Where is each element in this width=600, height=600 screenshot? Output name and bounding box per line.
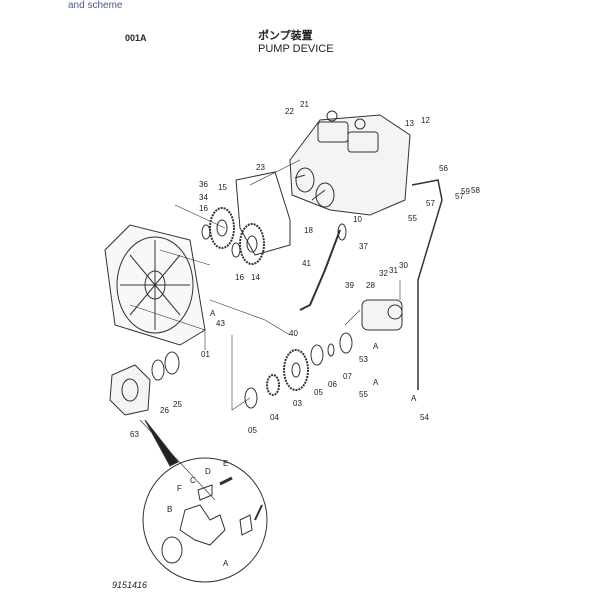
part-label: A <box>223 559 229 568</box>
part-label: 06 <box>328 380 337 389</box>
part-label: A <box>373 342 379 351</box>
part-label: 13 <box>405 119 414 128</box>
part-label: 10 <box>353 215 362 224</box>
part-label: 43 <box>216 319 225 328</box>
part-label: 22 <box>285 107 294 116</box>
gear-pump <box>361 299 403 331</box>
dipstick-handle <box>337 223 347 241</box>
part-label: C <box>190 476 196 485</box>
part-label: D <box>205 467 211 476</box>
part-label: E <box>223 459 228 468</box>
part-label: 23 <box>256 163 265 172</box>
top-clipped-text: and scheme <box>68 0 123 11</box>
seal-26 <box>151 359 165 381</box>
gear-03 <box>283 349 309 391</box>
part-label: 21 <box>300 100 309 109</box>
dipstick <box>299 229 341 311</box>
part-label: 59 <box>461 187 470 196</box>
part-label: 16 <box>199 204 208 213</box>
ring-07 <box>339 332 353 354</box>
flywheel-housing <box>104 224 206 346</box>
ring-16b <box>231 242 241 258</box>
part-label: F <box>177 484 182 493</box>
part-label: 63 <box>130 430 139 439</box>
page-code: 001A <box>125 33 147 43</box>
part-label: 55 <box>359 390 368 399</box>
part-label: 05 <box>248 426 257 435</box>
part-label: 12 <box>421 116 430 125</box>
seal-25 <box>164 351 180 375</box>
part-label: 34 <box>199 193 208 202</box>
part-label: 03 <box>293 399 302 408</box>
part-label: 41 <box>302 259 311 268</box>
part-label: 57 <box>426 199 435 208</box>
detail-pointer <box>144 419 179 467</box>
pipe <box>411 179 443 390</box>
part-label: 55 <box>408 214 417 223</box>
part-label: 25 <box>173 400 182 409</box>
part-label: 54 <box>420 413 429 422</box>
part-label: 56 <box>439 164 448 173</box>
gear-15 <box>209 207 235 249</box>
part-label: 15 <box>218 183 227 192</box>
ring-06 <box>327 343 335 357</box>
gasket <box>235 171 291 256</box>
part-label: B <box>167 505 172 514</box>
coupling-detail <box>142 457 268 583</box>
bearing-05b <box>310 344 324 366</box>
title-japanese: ポンプ装置 <box>258 30 313 42</box>
part-label: 16 <box>235 273 244 282</box>
part-label: A <box>210 309 216 318</box>
part-label: 01 <box>201 350 210 359</box>
part-label: A <box>411 394 417 403</box>
part-label: 05 <box>314 388 323 397</box>
title-english: PUMP DEVICE <box>258 43 334 55</box>
part-label: 30 <box>399 261 408 270</box>
part-label: 58 <box>471 186 480 195</box>
main-pump <box>289 110 411 216</box>
part-label: 57 <box>455 192 464 201</box>
bearing-05a <box>244 387 258 409</box>
part-label: 36 <box>199 180 208 189</box>
part-label: 32 <box>379 269 388 278</box>
part-label: 18 <box>304 226 313 235</box>
part-label: A <box>373 378 379 387</box>
drawing-number: 9151416 <box>112 580 148 590</box>
part-label: 39 <box>345 281 354 290</box>
leader-lines <box>129 159 401 501</box>
pinion-04 <box>266 374 280 396</box>
part-label: 07 <box>343 372 352 381</box>
coupling-63 <box>109 364 151 416</box>
part-label: 37 <box>359 242 368 251</box>
part-label: 53 <box>359 355 368 364</box>
part-label: 14 <box>251 273 260 282</box>
part-label: 04 <box>270 413 279 422</box>
gear-14 <box>239 223 265 265</box>
part-label: 26 <box>160 406 169 415</box>
part-label: 40 <box>289 329 298 338</box>
ring-16a <box>201 224 211 240</box>
part-label: 28 <box>366 281 375 290</box>
part-label: 31 <box>389 266 398 275</box>
